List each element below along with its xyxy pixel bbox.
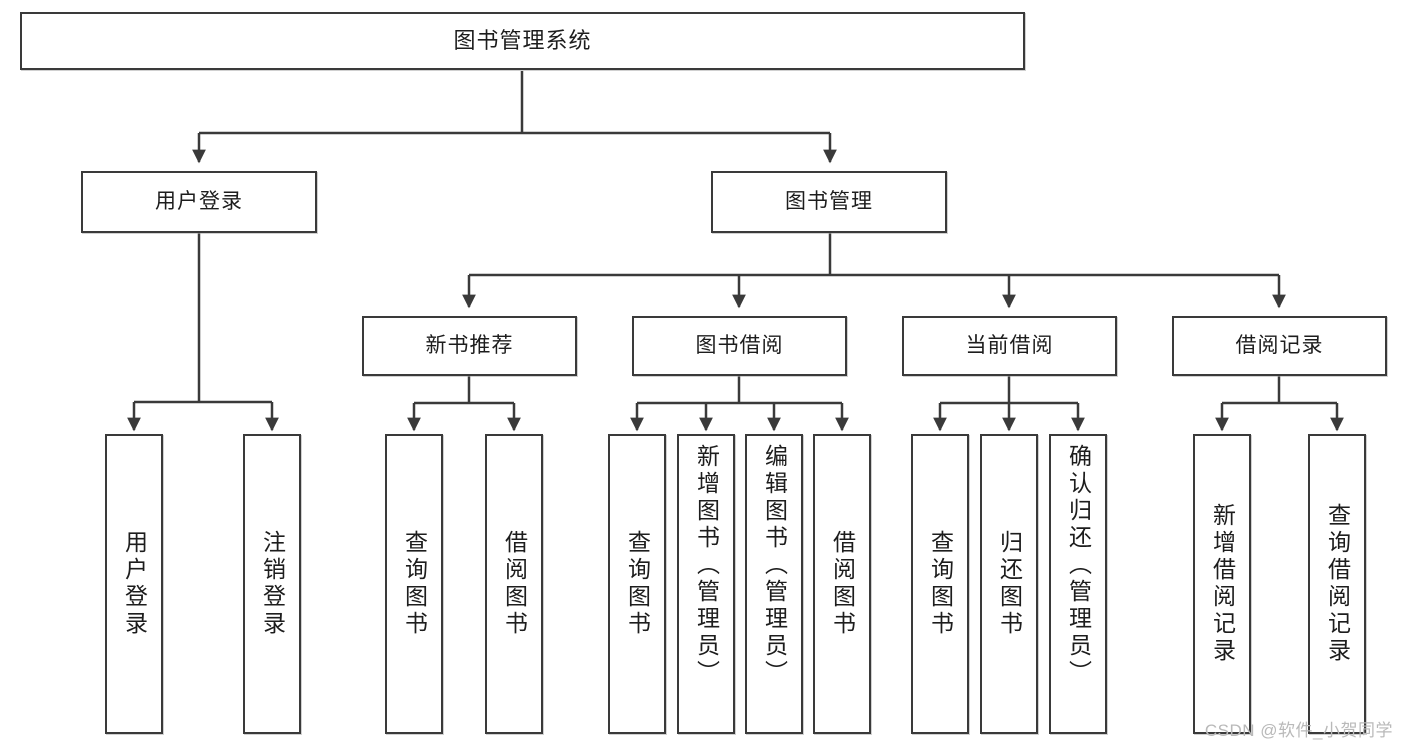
node-borrow-record-label: 借阅记录 xyxy=(1235,333,1324,357)
node-user-login-label: 用户登录 xyxy=(155,189,243,213)
leaf-add-book[interactable]: 新增图书（管理员） xyxy=(677,434,735,734)
node-root[interactable]: 图书管理系统 xyxy=(20,12,1025,70)
leaf-user-login[interactable]: 用户登录 xyxy=(105,434,163,734)
leaf-return-book[interactable]: 归还图书 xyxy=(980,434,1038,734)
leaf-edit-book[interactable]: 编辑图书（管理员） xyxy=(745,434,803,734)
node-root-label: 图书管理系统 xyxy=(453,28,592,54)
node-book-borrow-label: 图书借阅 xyxy=(695,333,784,357)
node-book-borrow[interactable]: 图书借阅 xyxy=(632,316,847,376)
leaf-edit-book-label: 编辑图书（管理员） xyxy=(761,444,788,687)
leaf-confirm-return[interactable]: 确认归还（管理员） xyxy=(1049,434,1107,734)
node-borrow-record[interactable]: 借阅记录 xyxy=(1172,316,1387,376)
leaf-logout[interactable]: 注销登录 xyxy=(243,434,301,734)
leaf-add-record-label: 新增借阅记录 xyxy=(1209,503,1236,665)
node-book-manage[interactable]: 图书管理 xyxy=(711,171,947,233)
leaf-query-book-3-label: 查询图书 xyxy=(927,530,954,638)
node-book-manage-label: 图书管理 xyxy=(785,189,873,213)
leaf-query-book-1[interactable]: 查询图书 xyxy=(385,434,443,734)
leaf-query-book-2-label: 查询图书 xyxy=(624,530,651,638)
watermark: CSDN @软件_小贺同学 xyxy=(1204,721,1393,740)
leaf-borrow-book-2-label: 借阅图书 xyxy=(829,530,856,638)
leaf-user-login-label: 用户登录 xyxy=(121,530,148,638)
leaf-logout-label: 注销登录 xyxy=(259,530,286,638)
leaf-add-record[interactable]: 新增借阅记录 xyxy=(1193,434,1251,734)
leaf-query-book-2[interactable]: 查询图书 xyxy=(608,434,666,734)
leaf-add-book-label: 新增图书（管理员） xyxy=(693,444,720,687)
node-new-book-recommend[interactable]: 新书推荐 xyxy=(362,316,577,376)
leaf-borrow-book-1[interactable]: 借阅图书 xyxy=(485,434,543,734)
leaf-borrow-book-2[interactable]: 借阅图书 xyxy=(813,434,871,734)
leaf-return-book-label: 归还图书 xyxy=(996,530,1023,638)
leaf-query-book-3[interactable]: 查询图书 xyxy=(911,434,969,734)
leaf-borrow-book-1-label: 借阅图书 xyxy=(501,530,528,638)
node-current-borrow-label: 当前借阅 xyxy=(965,333,1054,357)
node-new-book-recommend-label: 新书推荐 xyxy=(425,333,514,357)
leaf-query-book-1-label: 查询图书 xyxy=(401,530,428,638)
leaf-query-record[interactable]: 查询借阅记录 xyxy=(1308,434,1366,734)
leaf-query-record-label: 查询借阅记录 xyxy=(1324,503,1351,665)
node-current-borrow[interactable]: 当前借阅 xyxy=(902,316,1117,376)
leaf-confirm-return-label: 确认归还（管理员） xyxy=(1065,444,1092,687)
node-user-login[interactable]: 用户登录 xyxy=(81,171,317,233)
